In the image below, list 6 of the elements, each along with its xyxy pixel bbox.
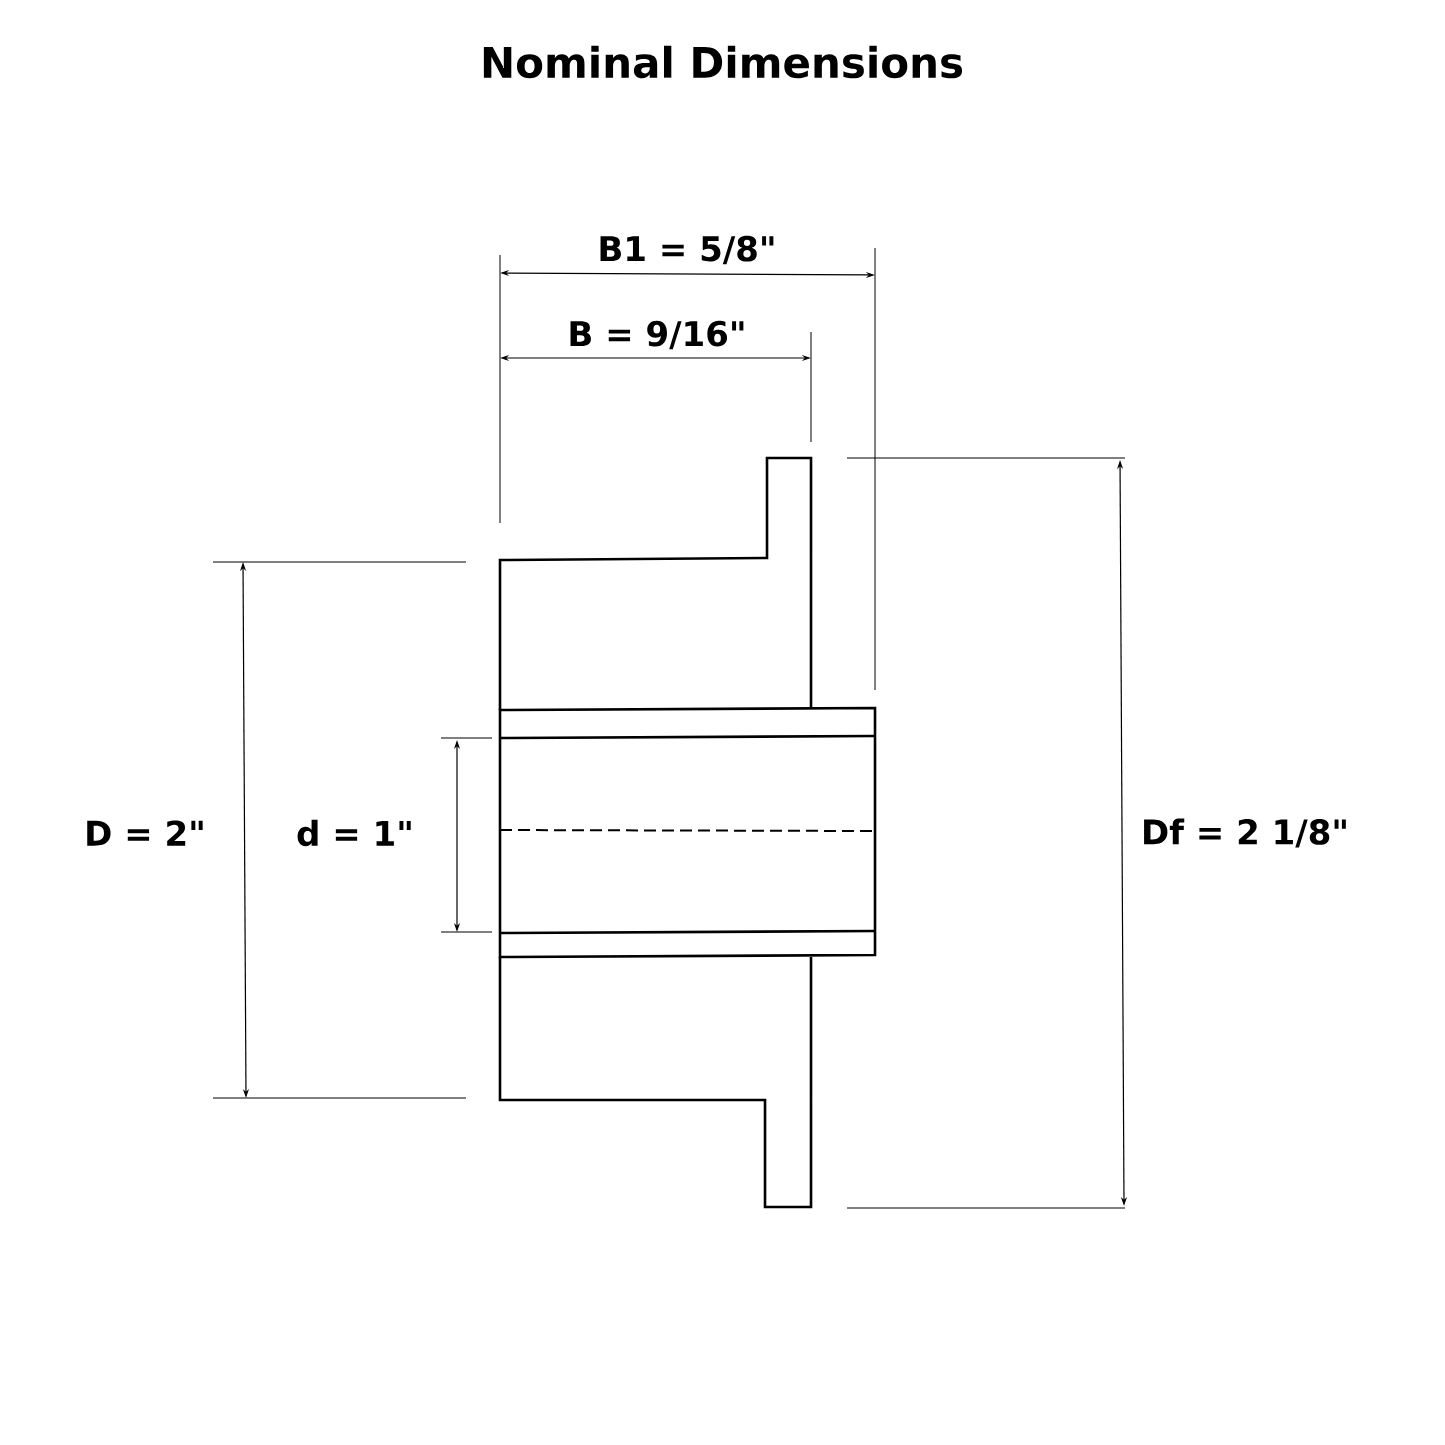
dimension-label: Df = 2 1/8" [1144, 818, 1346, 848]
dimension-label: d = 1" [297, 819, 411, 847]
dimension-label: B1 = 5/8" [600, 235, 774, 265]
dimension-label: D = 2" [87, 820, 203, 846]
dimension-label: B = 9/16" [570, 320, 744, 350]
title: Nominal Dimensions [483, 45, 963, 79]
